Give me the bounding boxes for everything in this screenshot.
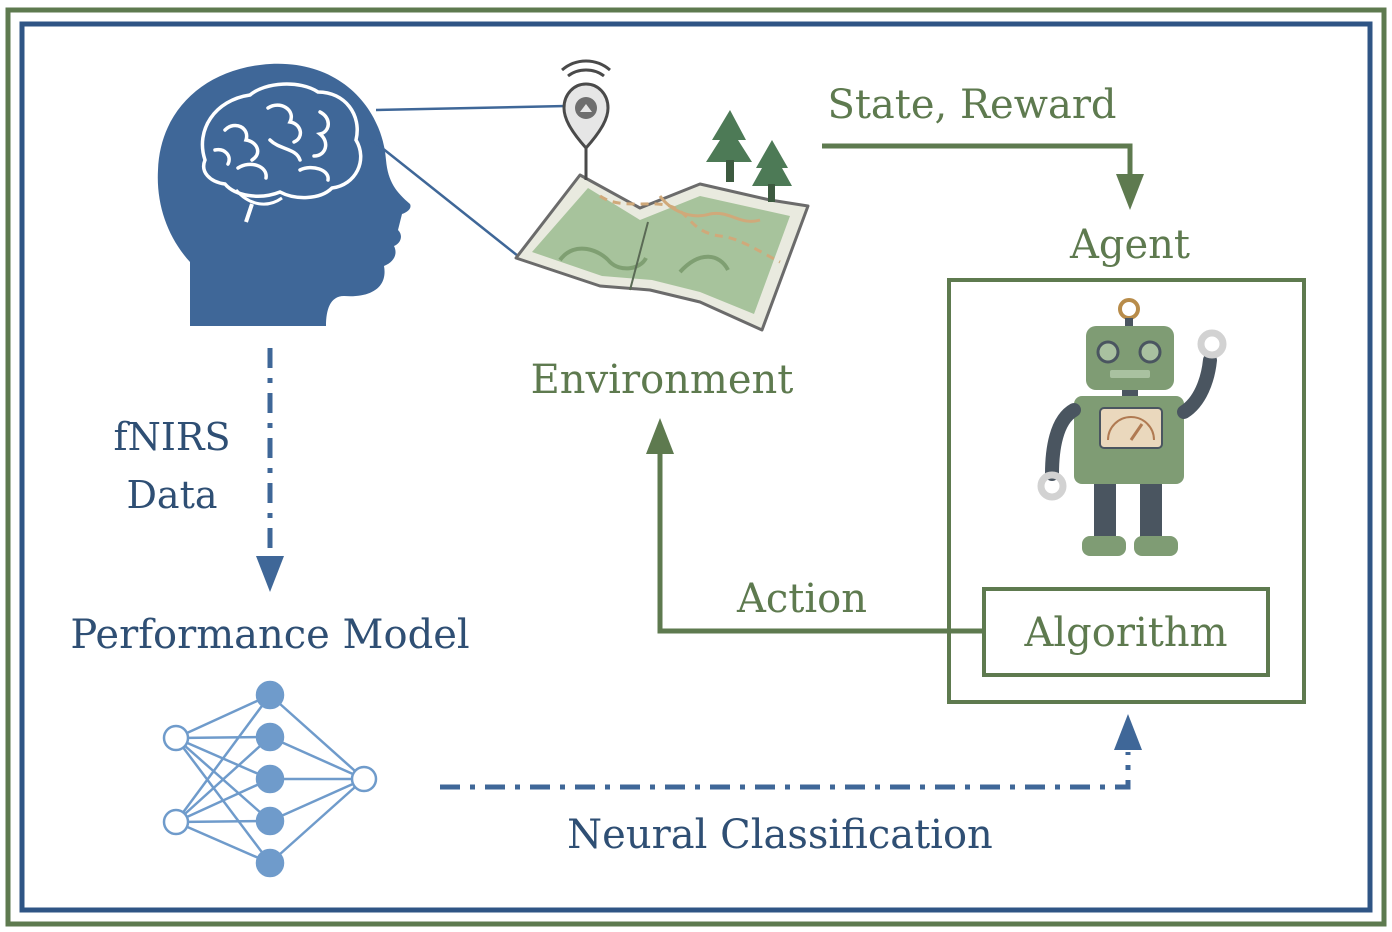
action-arrow <box>657 450 986 634</box>
fnirs-data-arrowhead <box>256 556 284 592</box>
neural-classification-arrow <box>440 752 1131 790</box>
action-arrowhead <box>646 418 674 454</box>
outer-frame-green <box>5 7 1387 927</box>
robot-icon <box>1037 298 1227 556</box>
fnirs-label-line1: fNIRS <box>114 415 231 459</box>
algorithm-box <box>982 587 1270 677</box>
state-reward-arrowhead <box>1116 174 1144 210</box>
inner-frame-blue <box>19 21 1373 913</box>
performance-model-label: Performance Model <box>70 612 469 658</box>
fnirs-label-line2: Data <box>126 473 217 517</box>
neural-classification-label: Neural Classification <box>567 812 993 858</box>
algorithm-label: Algorithm <box>1023 610 1227 656</box>
state-reward-arrow <box>822 143 1133 178</box>
neural-classification-arrowhead <box>1114 714 1142 750</box>
agent-label: Agent <box>1069 222 1190 268</box>
neural-network-icon <box>162 680 378 878</box>
environment-map-icon <box>514 59 810 332</box>
agent-box <box>947 278 1306 704</box>
head-brain-icon <box>157 63 411 327</box>
sight-line-lower <box>371 139 519 257</box>
sight-line-upper <box>375 104 567 112</box>
state-reward-label: State, Reward <box>827 82 1116 128</box>
environment-label: Environment <box>531 357 794 403</box>
action-label: Action <box>736 576 867 622</box>
